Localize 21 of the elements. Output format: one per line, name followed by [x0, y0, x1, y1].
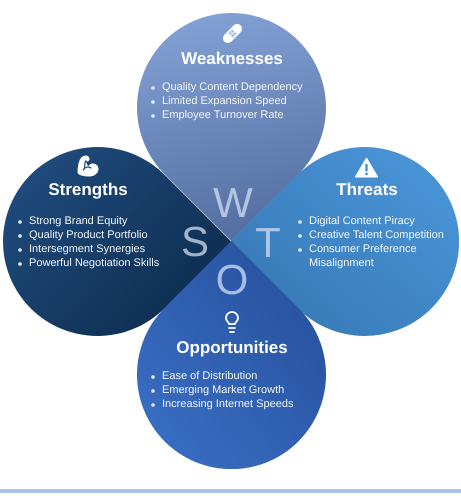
swot-letter: O — [214, 259, 250, 301]
bullet-item: Powerful Negotiation Skills — [28, 256, 160, 270]
bullet-item: Intersegment Synergies — [28, 242, 146, 256]
swot-letter: W — [212, 182, 254, 224]
section-heading: Weaknesses — [180, 48, 284, 69]
bullet-item: Emerging Market Growth — [162, 383, 284, 397]
section-heading: Strengths — [47, 180, 129, 200]
section-heading: Opportunities — [175, 338, 289, 358]
bullet-item: Creative Talent Competition — [309, 228, 444, 242]
bullet-item: Quality Content Dependency — [162, 80, 303, 94]
bullet-item: Increasing Internet Speeds — [162, 397, 294, 411]
bullet-item: Ease of Distribution — [162, 369, 258, 383]
bullet-item: Strong Brand Equity — [28, 214, 128, 228]
section-heading: Threats — [335, 180, 399, 200]
swot-letter: S — [180, 221, 210, 263]
bullet-item: Consumer Preference Misalignment — [309, 242, 418, 270]
bullet-item: Digital Content Piracy — [309, 214, 415, 228]
bullet-item: Quality Product Portfolio — [28, 228, 148, 242]
bullet-item: Employee Turnover Rate — [162, 108, 284, 122]
bullet-item: Limited Expansion Speed — [162, 94, 287, 108]
swot-letter: T — [254, 222, 282, 264]
